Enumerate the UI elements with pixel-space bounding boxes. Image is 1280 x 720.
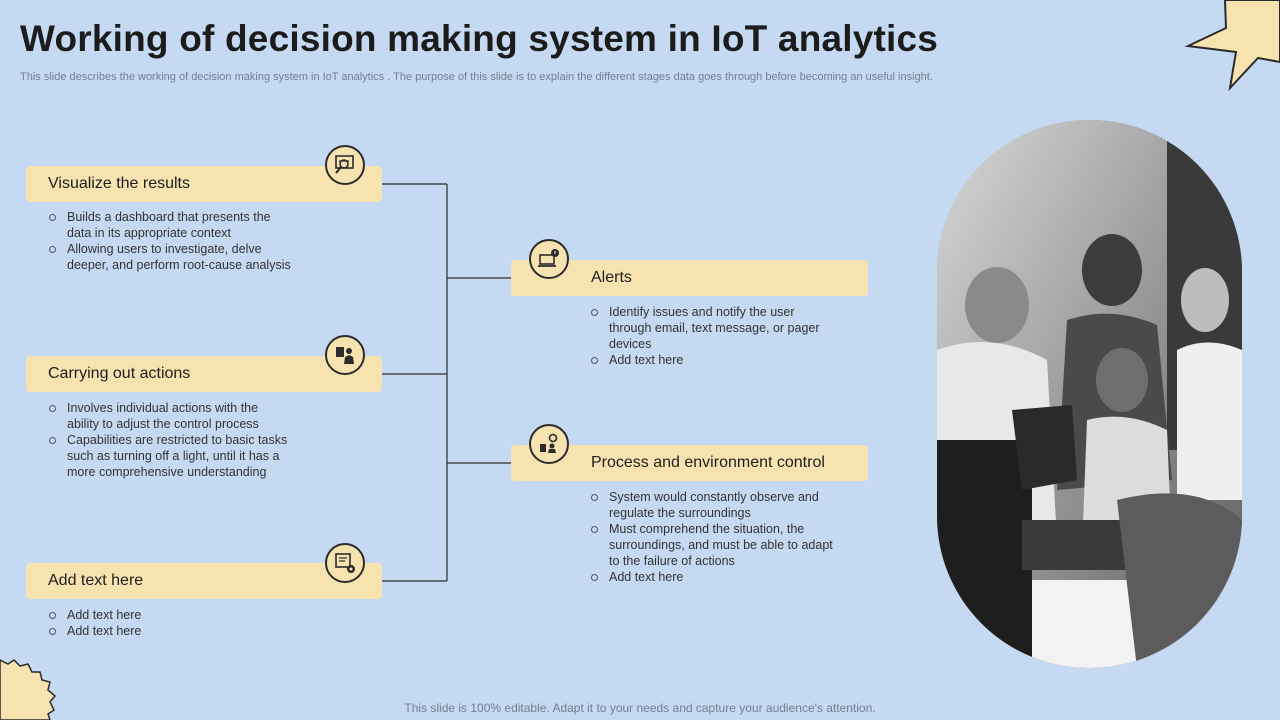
bullet-item: Allowing users to investigate, delve dee…	[48, 241, 298, 273]
bullet-item: Add text here	[590, 569, 838, 585]
bullet-item: Add text here	[48, 623, 288, 639]
team-meeting-photo	[937, 120, 1242, 668]
step-label: Process and environment control	[591, 454, 825, 472]
dashboard-magnifier-icon	[325, 145, 365, 185]
step-label: Add text here	[48, 572, 143, 590]
step-process-bullets: System would constantly observe and regu…	[590, 489, 838, 585]
bullet-item: Identify issues and notify the user thro…	[590, 304, 820, 352]
step-label: Alerts	[591, 269, 632, 287]
step-alerts-bullets: Identify issues and notify the user thro…	[590, 304, 820, 368]
bullet-item: Involves individual actions with the abi…	[48, 400, 288, 432]
monitor-gear-icon	[325, 543, 365, 583]
bullet-item: Builds a dashboard that presents the dat…	[48, 209, 298, 241]
person-with-clipboard-icon	[325, 335, 365, 375]
step-visualize-bullets: Builds a dashboard that presents the dat…	[48, 209, 298, 273]
process-control-icon	[529, 424, 569, 464]
step-actions-bullets: Involves individual actions with the abi…	[48, 400, 288, 480]
bullet-item: Add text here	[48, 607, 288, 623]
bullet-item: Capabilities are restricted to basic tas…	[48, 432, 288, 480]
bullet-item: Must comprehend the situation, the surro…	[590, 521, 838, 569]
step-add-text-bullets: Add text here Add text here	[48, 607, 288, 639]
footer-note: This slide is 100% editable. Adapt it to…	[0, 701, 1280, 715]
laptop-alert-icon	[529, 239, 569, 279]
step-label: Visualize the results	[48, 175, 190, 193]
bullet-item: Add text here	[590, 352, 820, 368]
step-label: Carrying out actions	[48, 365, 190, 383]
bullet-item: System would constantly observe and regu…	[590, 489, 838, 521]
